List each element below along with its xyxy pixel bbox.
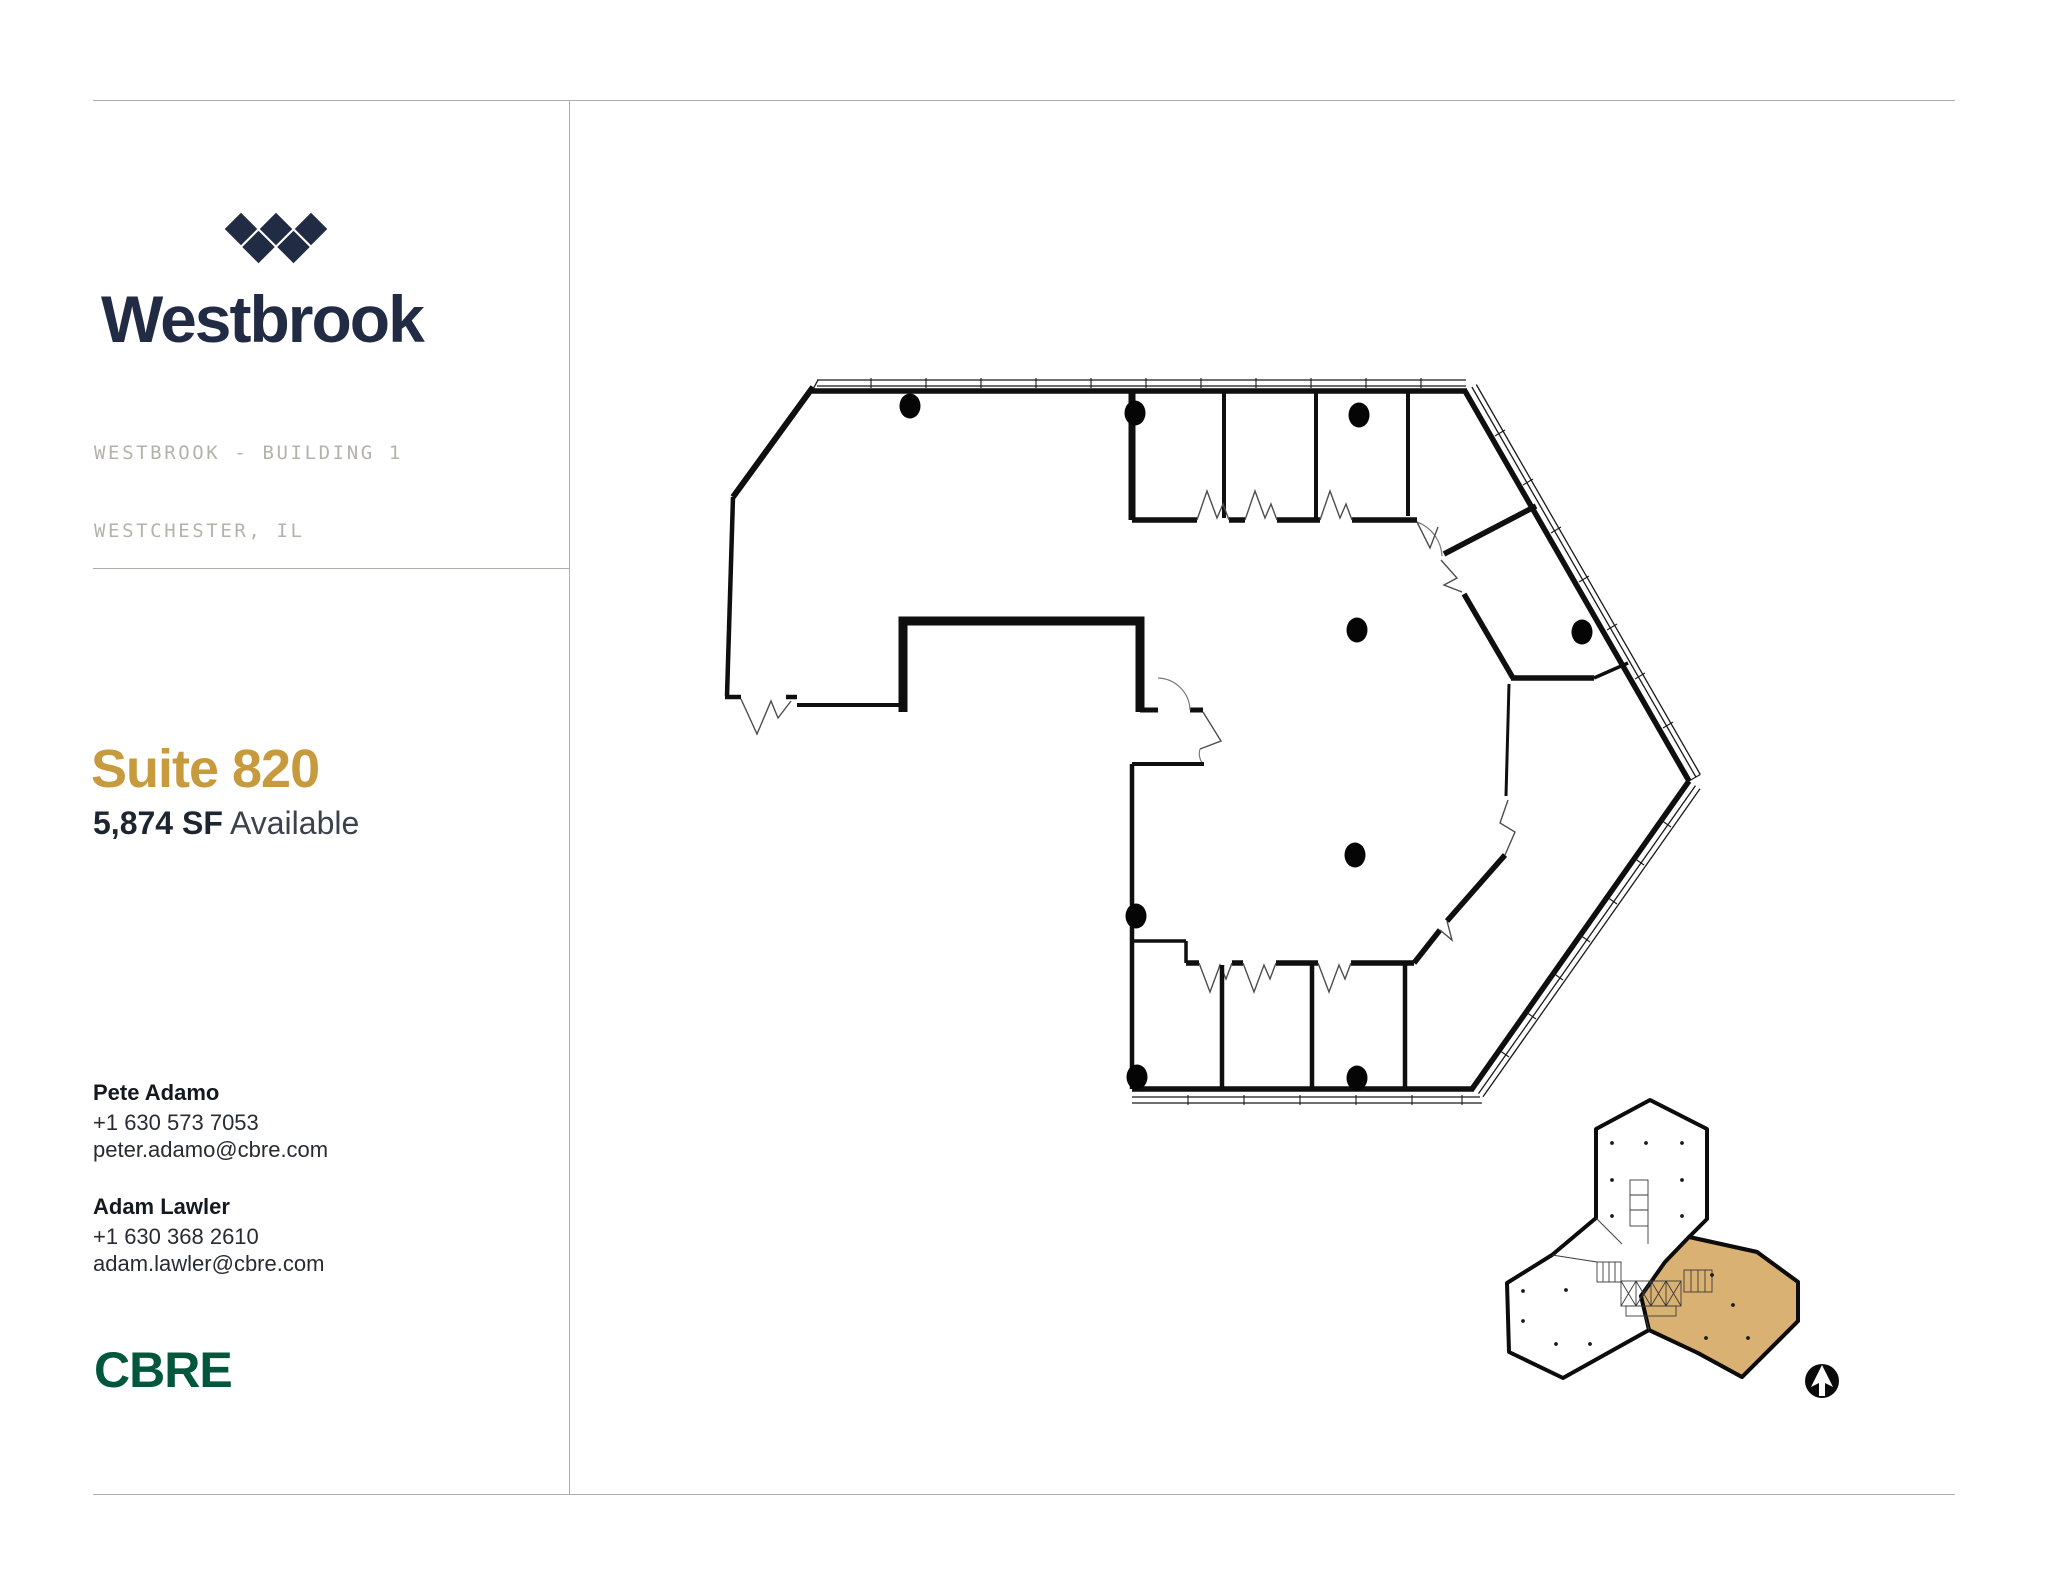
bottom-offices: [1186, 799, 1516, 1087]
suite-walls: [724, 385, 1223, 1089]
key-plan-columns: [1521, 1141, 1750, 1346]
building-name-line: WESTBROOK - BUILDING 1: [94, 442, 403, 464]
key-plan-highlight: [1639, 1235, 1800, 1379]
building-city-line: WESTCHESTER, IL: [94, 520, 305, 542]
bottom-rule: [93, 1494, 1955, 1495]
contact-name: Pete Adamo: [93, 1080, 220, 1105]
availability-label: Available: [222, 805, 360, 841]
westbrook-logo-text: Westbrook: [101, 282, 425, 356]
north-arrow-icon: [1805, 1364, 1839, 1398]
building-address: WESTBROOK - BUILDING 1 WESTCHESTER, IL: [94, 388, 403, 570]
window-wall-top: [811, 378, 1467, 394]
sidebar-divider: [569, 100, 570, 1494]
westbrook-diamonds-icon: [224, 212, 328, 264]
contact-email: peter.adamo@cbre.com: [93, 1137, 329, 1162]
contact-card: Adam Lawler +1 630 368 2610 adam.lawler@…: [93, 1193, 324, 1277]
window-wall-lower-diagonal: [1469, 773, 1701, 1098]
structural-columns: [899, 393, 1593, 1091]
contact-name: Adam Lawler: [93, 1194, 230, 1219]
availability-line: 5,874 SF Available: [93, 805, 360, 841]
contact-phone: +1 630 573 7053: [93, 1110, 259, 1135]
top-offices: [1128, 393, 1417, 523]
suite-area: 5,874 SF: [93, 805, 223, 841]
contact-card: Pete Adamo +1 630 573 7053 peter.adamo@c…: [93, 1079, 328, 1163]
top-rule: [93, 100, 1955, 101]
cbre-logo: CBRE: [94, 1342, 233, 1398]
sidebar-rule: [93, 568, 569, 569]
right-angled-offices: [1416, 503, 1629, 797]
key-plan-core: [1551, 1179, 1713, 1331]
contact-email: adam.lawler@cbre.com: [93, 1251, 325, 1276]
contact-phone: +1 630 368 2610: [93, 1224, 259, 1249]
suite-title: Suite 820: [91, 739, 320, 799]
window-wall-bottom: [1132, 1086, 1482, 1105]
window-wall-upper-diagonal: [1462, 384, 1701, 783]
key-plan: [1505, 1098, 1800, 1380]
